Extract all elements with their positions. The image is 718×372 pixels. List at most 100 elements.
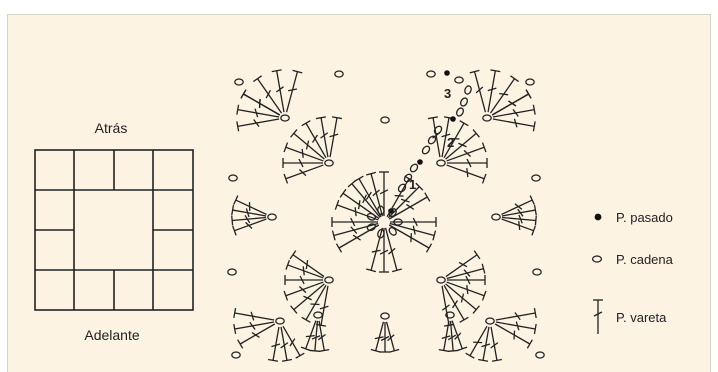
double-crochet-stitch-106 <box>501 195 535 216</box>
double-crochet-stitch-23 <box>339 188 380 220</box>
double-crochet-stitch-88 <box>492 104 536 118</box>
double-crochet-stitch-12 <box>331 217 378 227</box>
double-crochet-stitch-21 <box>388 192 431 220</box>
square-grid <box>34 149 194 311</box>
double-crochet-stitch-77 <box>252 75 283 114</box>
chain-stitch-45 <box>535 351 545 359</box>
chain-stitch-27 <box>324 276 334 284</box>
chain-stitch-121 <box>409 163 419 173</box>
double-crochet-stitch-86 <box>240 89 281 116</box>
double-crochet-stitch-70 <box>284 275 323 285</box>
double-crochet-stitch-115 <box>300 320 317 352</box>
double-crochet-icon <box>593 299 603 334</box>
double-crochet-stitch-84 <box>236 118 280 132</box>
double-crochet-stitch-49 <box>301 120 327 159</box>
double-crochet-stitch-59 <box>283 281 324 301</box>
double-crochet-stitch-48 <box>290 129 325 160</box>
double-crochet-stitch-72 <box>289 250 325 278</box>
chain-stitch-26 <box>436 159 446 167</box>
double-crochet-stitch-118 <box>438 320 451 352</box>
double-crochet-stitch-10 <box>335 224 380 253</box>
double-crochet-stitch-82 <box>489 75 520 114</box>
double-crochet-stitch-112 <box>370 321 385 353</box>
double-crochet-stitch-101 <box>465 325 488 359</box>
double-crochet-stitch-61 <box>445 283 480 314</box>
chain-stitch-39 <box>228 174 238 182</box>
double-crochet-stitch-60 <box>446 281 487 301</box>
chain-stitch-46 <box>313 311 323 319</box>
round-label-3: 3 <box>444 86 451 101</box>
chain-stitch-128 <box>426 70 436 78</box>
double-crochet-stitch-13 <box>390 217 437 227</box>
legend-double-crochet: P. vareta <box>616 310 667 325</box>
chain-stitch-32 <box>485 317 495 325</box>
double-crochet-stitch-95 <box>494 323 533 349</box>
double-crochet-stitch-91 <box>233 321 275 335</box>
double-crochet-stitch-66 <box>283 142 324 162</box>
double-crochet-stitch-79 <box>285 69 303 113</box>
crochet-chart <box>227 69 545 362</box>
double-crochet-stitch-111 <box>380 322 390 353</box>
double-crochet-stitch-65 <box>282 158 323 168</box>
double-crochet-stitch-58 <box>290 283 325 314</box>
chain-stitch-119 <box>397 183 407 193</box>
back-label: Atrás <box>95 120 128 136</box>
chain-stitch-1 <box>388 226 397 236</box>
double-crochet-stitch-8 <box>366 171 384 217</box>
double-crochet-stitch-85 <box>236 104 280 118</box>
double-crochet-stitch-81 <box>487 69 501 113</box>
chain-stitch-40 <box>531 174 541 182</box>
chain-stitch-126 <box>460 97 468 107</box>
double-crochet-stitch-74 <box>446 263 486 280</box>
double-crochet-stitch-110 <box>385 321 400 353</box>
double-crochet-stitch-67 <box>446 142 487 162</box>
chain-stitch-34 <box>525 78 535 86</box>
double-crochet-stitch-92 <box>233 307 275 321</box>
chain-stitch-31 <box>275 317 285 325</box>
legend: P. pasado P. cadena P. vareta <box>591 210 674 334</box>
double-crochet-stitch-57 <box>301 284 327 323</box>
double-crochet-stitch-97 <box>280 326 292 362</box>
double-crochet-stitch-98 <box>268 326 281 362</box>
double-crochet-stitch-62 <box>443 284 469 323</box>
double-crochet-stitch-94 <box>495 321 537 335</box>
double-crochet-stitch-68 <box>447 158 488 168</box>
double-crochet-stitch-24 <box>347 179 381 218</box>
chain-stitch-124 <box>433 125 443 135</box>
double-crochet-stitch-63 <box>441 285 455 327</box>
double-crochet-stitch-78 <box>271 69 285 113</box>
double-crochet-stitch-102 <box>232 218 267 236</box>
double-crochet-stitch-80 <box>469 69 487 113</box>
chain-stitch-37 <box>380 116 390 124</box>
double-crochet-stitch-17 <box>379 228 389 273</box>
chain-stitch-25 <box>324 159 334 167</box>
round-label-2: 2 <box>447 135 454 150</box>
square-diagram: Atrás Adelante <box>34 120 194 343</box>
double-crochet-stitch-99 <box>490 326 502 362</box>
chain-icon <box>591 255 603 263</box>
double-crochet-stitch-108 <box>501 214 537 226</box>
chain-stitch-36 <box>491 213 501 221</box>
double-crochet-stitch-93 <box>495 307 537 321</box>
chain-stitch-123 <box>427 135 437 145</box>
chain-stitch-47 <box>445 311 455 319</box>
legend-slip-stitch: P. pasado <box>616 210 673 225</box>
slip-stitch-3 <box>444 70 450 76</box>
double-crochet-stitch-9 <box>379 171 389 216</box>
double-crochet-stitch-90 <box>237 323 276 349</box>
double-crochet-stitch-54 <box>443 120 469 159</box>
slip-stitch-1 <box>417 159 423 165</box>
chain-stitch-41 <box>227 268 237 276</box>
double-crochet-stitch-73 <box>445 250 481 278</box>
double-crochet-stitch-18 <box>366 227 384 273</box>
double-crochet-stitch-116 <box>451 320 468 352</box>
chain-stitch-3 <box>366 223 377 232</box>
chain-stitch-120 <box>403 173 413 183</box>
legend-chain: P. cadena <box>616 252 674 267</box>
double-crochet-stitch-71 <box>285 260 324 279</box>
double-crochet-stitch-16 <box>384 227 402 273</box>
double-crochet-stitch-64 <box>283 164 324 184</box>
chain-stitch-125 <box>456 107 464 117</box>
chain-stitch-33 <box>234 78 244 86</box>
front-label: Adelante <box>84 327 139 343</box>
